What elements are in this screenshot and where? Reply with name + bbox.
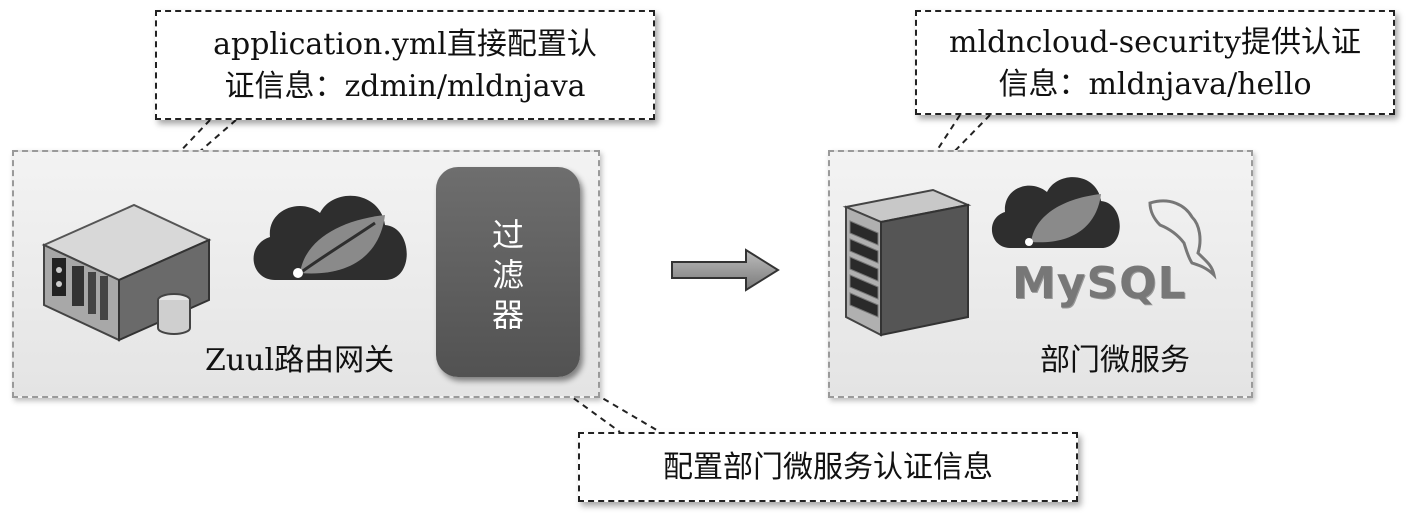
filter-block: 过 滤 器 bbox=[436, 167, 580, 377]
spring-cloud-icon-service bbox=[991, 177, 1120, 248]
gateway-config-line-2: 证信息：zdmin/mldnjava bbox=[224, 69, 586, 104]
server-rack-icon bbox=[842, 188, 972, 337]
dept-service-label: 部门微服务 bbox=[1040, 343, 1190, 378]
server-icon bbox=[41, 203, 212, 342]
mysql-dolphin-icon bbox=[1148, 199, 1217, 280]
zuul-gateway-label: Zuul路由网关 bbox=[205, 343, 395, 378]
gateway-config-line-1: application.yml直接配置认 bbox=[213, 27, 597, 62]
mysql-logo-text: MySQL bbox=[1012, 258, 1187, 309]
spring-cloud-icon bbox=[253, 195, 407, 280]
dept-auth-text: 配置部门微服务认证信息 bbox=[663, 450, 993, 485]
security-info-line-2: 信息：mldnjava/hello bbox=[998, 67, 1312, 102]
security-info-callout: mldncloud-security提供认证 信息：mldnjava/hello bbox=[915, 10, 1395, 115]
filter-char-1: 过 bbox=[491, 216, 524, 254]
filter-char-2: 滤 bbox=[491, 256, 524, 294]
dept-auth-callout: 配置部门微服务认证信息 bbox=[578, 432, 1078, 502]
arrow-right-icon bbox=[671, 248, 780, 292]
filter-char-3: 器 bbox=[491, 296, 524, 334]
security-info-line-1: mldncloud-security提供认证 bbox=[949, 25, 1361, 60]
gateway-config-callout: application.yml直接配置认 证信息：zdmin/mldnjava bbox=[155, 10, 655, 120]
